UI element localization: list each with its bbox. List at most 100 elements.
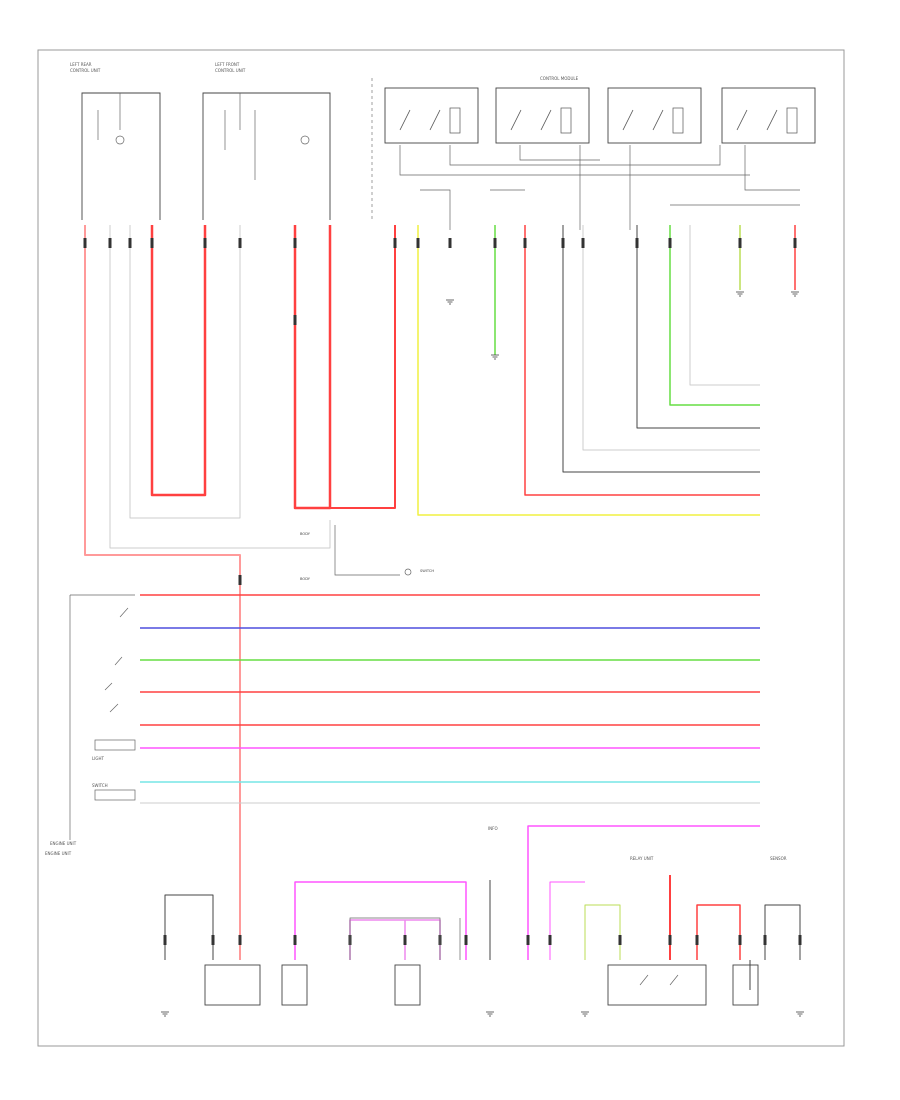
- connector-icon: [786, 107, 798, 134]
- connector-icon: [108, 238, 112, 248]
- wire-gray: [764, 904, 801, 960]
- connector-icon: [464, 935, 468, 945]
- svg-text:LIGHT: LIGHT: [92, 756, 105, 761]
- connector-icon: [128, 238, 132, 248]
- svg-text:CONTROL UNIT: CONTROL UNIT: [70, 68, 101, 73]
- wire-lightgray: [689, 225, 760, 386]
- connector-icon: [493, 238, 497, 248]
- bottom-unit-1: [204, 964, 261, 1006]
- bottom-components: INFO RELAY UNIT SENSOR ENGINE UNIT: [45, 826, 787, 1006]
- ground-icon: [486, 1011, 494, 1017]
- wire-magenta: [527, 825, 760, 960]
- connector-icon: [561, 238, 565, 248]
- wire-magenta: [549, 881, 585, 960]
- connector-icon: [526, 935, 530, 945]
- ground-icon: [796, 1011, 804, 1017]
- connector-icon: [416, 238, 420, 248]
- ground-icon: [791, 291, 799, 297]
- connector-icon: [293, 935, 297, 945]
- mid-junction-labels: BODY BODY SWITCH: [300, 525, 434, 581]
- connector-icon: [523, 238, 527, 248]
- ground-icon: [491, 354, 499, 360]
- switch-icon: [652, 109, 664, 131]
- wire-red: [524, 225, 760, 496]
- wire-lightgray: [582, 225, 760, 451]
- connector-icon: [238, 238, 242, 248]
- svg-text:SWITCH: SWITCH: [420, 569, 434, 573]
- connector-icon: [403, 935, 407, 945]
- svg-text:ENGINE UNIT: ENGINE UNIT: [50, 841, 77, 846]
- switch-icon: [622, 109, 634, 131]
- switch-icon: [429, 109, 441, 131]
- ground-icon: [446, 299, 454, 305]
- wire-violet: [349, 919, 441, 960]
- connector-icon: [548, 935, 552, 945]
- switch-icon: [736, 109, 748, 131]
- svg-text:INFO: INFO: [488, 826, 498, 831]
- switch-icon: [540, 109, 552, 131]
- bottom-unit-2: [281, 964, 308, 1006]
- switch-module-2: [495, 87, 590, 144]
- connector-icon: [672, 107, 684, 134]
- switch-module-group: CONTROL MODULE: [384, 76, 816, 144]
- connector-icon: [238, 935, 242, 945]
- switch-module-3: [607, 87, 702, 144]
- connector-icon: [668, 935, 672, 945]
- wire-lightgray: [129, 225, 241, 519]
- bottom-unit-5: [732, 964, 759, 1006]
- svg-text:SENSOR: SENSOR: [770, 856, 787, 861]
- wire-yellowgreen: [584, 904, 621, 960]
- svg-text:LEFT FRONT: LEFT FRONT: [215, 62, 240, 67]
- svg-text:CONTROL UNIT: CONTROL UNIT: [215, 68, 246, 73]
- connector-icon: [695, 935, 699, 945]
- switch-module-4: [721, 87, 816, 144]
- wire-gray: [562, 225, 760, 473]
- wire-gray: [636, 225, 760, 429]
- wire-red: [293, 225, 332, 510]
- connector-icon: [211, 935, 215, 945]
- connector-icon: [738, 935, 742, 945]
- connector-icon: [163, 935, 167, 945]
- wire-green: [669, 225, 760, 406]
- wire-red: [150, 225, 207, 497]
- connector-icon: [798, 935, 802, 945]
- connector-icon: [448, 238, 452, 248]
- switch-module-1: [384, 87, 479, 144]
- connector-icon: [293, 315, 297, 325]
- connector-icon: [668, 238, 672, 248]
- svg-text:LEFT REAR: LEFT REAR: [70, 62, 92, 67]
- left-switch-block: LIGHT SWITCH ENGINE UNIT: [50, 594, 136, 846]
- module-bus-lines: [399, 145, 800, 230]
- connector-icon: [635, 238, 639, 248]
- connector-icon: [238, 575, 242, 585]
- bottom-unit-3: [394, 964, 421, 1006]
- ground-symbols: [446, 291, 799, 360]
- connector-icon: [738, 238, 742, 248]
- svg-text:ENGINE UNIT: ENGINE UNIT: [45, 851, 72, 856]
- ground-icon: [736, 291, 744, 297]
- connector-icon: [581, 238, 585, 248]
- connector-icon: [449, 107, 461, 134]
- svg-text:SWITCH: SWITCH: [92, 783, 108, 788]
- wire-red: [696, 904, 741, 960]
- svg-text:CONTROL MODULE: CONTROL MODULE: [540, 76, 579, 81]
- bottom-relay-unit: [607, 964, 707, 1006]
- wire-magenta: [294, 881, 467, 960]
- switch-icon: [510, 109, 522, 131]
- svg-text:RELAY UNIT: RELAY UNIT: [630, 856, 654, 861]
- connector-icon: [793, 238, 797, 248]
- wire-lightgray: [109, 225, 331, 549]
- connector-icon: [393, 238, 397, 248]
- connector-icon: [618, 935, 622, 945]
- ground-icon: [581, 1011, 589, 1017]
- connector-icon: [560, 107, 572, 134]
- wire-gray: [164, 894, 214, 960]
- connector-icon: [83, 238, 87, 248]
- connector-icon: [293, 238, 297, 248]
- wire-pink: [84, 225, 241, 960]
- wire-yellow: [417, 225, 760, 516]
- connector-icon: [203, 238, 207, 248]
- ground-icon: [161, 1011, 169, 1017]
